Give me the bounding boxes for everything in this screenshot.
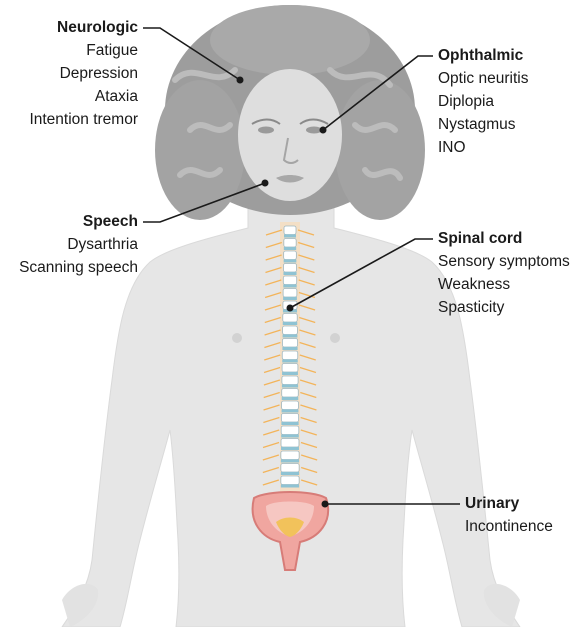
callout-spinal-cord-item: Weakness — [438, 273, 580, 296]
intervertebral-disc — [283, 297, 297, 300]
vertebra — [281, 476, 299, 485]
callout-speech-item: Scanning speech — [4, 256, 138, 279]
vertebra — [283, 314, 297, 323]
vertebra — [281, 426, 299, 435]
callout-neurologic: Neurologic Fatigue Depression Ataxia Int… — [10, 16, 138, 131]
intervertebral-disc — [284, 260, 297, 263]
callout-ophthalmic-item: Diplopia — [438, 90, 578, 113]
callout-speech-heading: Speech — [4, 210, 138, 233]
intervertebral-disc — [282, 347, 297, 350]
callout-neurologic-item: Depression — [10, 62, 138, 85]
callout-speech: Speech Dysarthria Scanning speech — [4, 210, 138, 279]
intervertebral-disc — [281, 485, 299, 488]
intervertebral-disc — [284, 247, 296, 250]
intervertebral-disc — [284, 235, 296, 238]
callout-spinal-cord-heading: Spinal cord — [438, 227, 580, 250]
vertebra — [282, 401, 299, 410]
vertebra — [281, 414, 298, 423]
vertebra — [282, 364, 298, 373]
vertebra — [283, 289, 297, 298]
callout-neurologic-item: Ataxia — [10, 85, 138, 108]
intervertebral-disc — [282, 360, 298, 363]
vertebra — [281, 439, 299, 448]
vertebra — [283, 264, 296, 273]
callout-spinal-cord-item: Sensory symptoms — [438, 250, 580, 273]
vertebra — [282, 389, 299, 398]
leader-neurologic-dot — [237, 77, 244, 84]
intervertebral-disc — [282, 410, 299, 413]
callout-spinal-cord-item: Spasticity — [438, 296, 580, 319]
right-nipple — [330, 333, 340, 343]
callout-speech-item: Dysarthria — [4, 233, 138, 256]
intervertebral-disc — [282, 397, 299, 400]
callout-urinary: Urinary Incontinence — [465, 492, 577, 538]
callout-spinal-cord: Spinal cord Sensory symptoms Weakness Sp… — [438, 227, 580, 319]
callout-ophthalmic-item: Optic neuritis — [438, 67, 578, 90]
vertebra — [284, 251, 297, 260]
vertebra — [281, 464, 299, 473]
intervertebral-disc — [283, 272, 296, 275]
intervertebral-disc — [281, 472, 299, 475]
intervertebral-disc — [281, 435, 299, 438]
callout-ophthalmic: Ophthalmic Optic neuritis Diplopia Nysta… — [438, 44, 578, 159]
vertebra — [283, 276, 296, 285]
callout-ophthalmic-item: Nystagmus — [438, 113, 578, 136]
intervertebral-disc — [282, 385, 298, 388]
intervertebral-disc — [281, 447, 299, 450]
intervertebral-disc — [283, 322, 297, 325]
callout-neurologic-item: Intention tremor — [10, 108, 138, 131]
leader-speech-dot — [262, 180, 269, 187]
callout-neurologic-item: Fatigue — [10, 39, 138, 62]
vertebra — [283, 326, 298, 335]
intervertebral-disc — [281, 460, 299, 463]
callout-neurologic-heading: Neurologic — [10, 16, 138, 39]
vertebra — [282, 339, 297, 348]
vertebra — [282, 376, 298, 385]
left-nipple — [232, 333, 242, 343]
callout-ophthalmic-heading: Ophthalmic — [438, 44, 578, 67]
leader-spinal-dot — [287, 305, 294, 312]
vertebra — [281, 451, 299, 460]
intervertebral-disc — [282, 372, 298, 375]
face — [238, 69, 342, 201]
leader-urinary-dot — [322, 501, 329, 508]
intervertebral-disc — [281, 422, 298, 425]
callout-ophthalmic-item: INO — [438, 136, 578, 159]
vertebra — [284, 226, 296, 235]
callout-urinary-heading: Urinary — [465, 492, 577, 515]
callout-urinary-item: Incontinence — [465, 515, 577, 538]
leader-ophthalmic-dot — [320, 127, 327, 134]
intervertebral-disc — [283, 285, 296, 288]
vertebra — [284, 239, 296, 248]
vertebra — [282, 351, 298, 360]
intervertebral-disc — [283, 335, 298, 338]
